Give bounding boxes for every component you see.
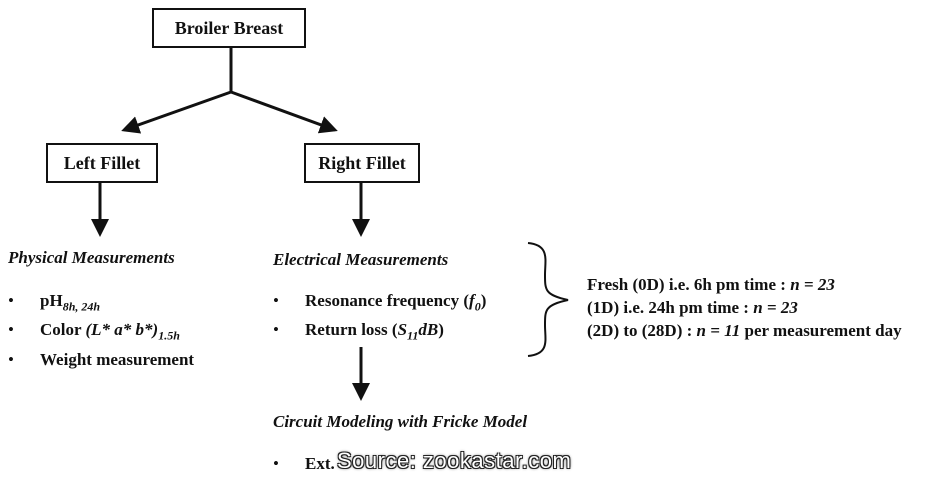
curly-brace [527, 242, 569, 357]
right-fillet-label: Right Fillet [318, 152, 406, 173]
timepoint-1d: (1D) i.e. 24h pm time : n = 23 [587, 298, 798, 317]
timepoint-2d-28d: (2D) to (28D) : n = 11 per measurement d… [587, 321, 902, 340]
electrical-measurements-list: •Resonance frequency (f0) •Return loss (… [273, 289, 486, 348]
source-watermark: Source: zookastar.com [337, 448, 572, 473]
arrow-to-right-fillet [230, 90, 338, 134]
left-fillet-box: Left Fillet [46, 143, 158, 183]
circuit-modeling-list: •Ext. [273, 452, 335, 475]
circuit-modeling-title: Circuit Modeling with Fricke Model [273, 412, 528, 431]
electrical-measurements-title: Electrical Measurements [273, 250, 449, 269]
broiler-breast-label: Broiler Breast [174, 17, 284, 38]
physical-measurements-list: •pH8h, 24h •Color (L* a* b*)1.5h •Weight… [8, 289, 194, 371]
broiler-breast-box: Broiler Breast [152, 8, 306, 48]
list-item-color: •Color (L* a* b*)1.5h [8, 320, 180, 343]
list-item-ph: •pH8h, 24h [8, 291, 101, 314]
timepoint-fresh: Fresh (0D) i.e. 6h pm time : n = 23 [587, 275, 835, 294]
left-fillet-label: Left Fillet [63, 152, 141, 173]
physical-measurements-title: Physical Measurements [8, 248, 175, 267]
arrow-to-left-fillet [121, 90, 232, 134]
timepoints-block: Fresh (0D) i.e. 6h pm time : n = 23 (1D)… [587, 273, 902, 342]
right-fillet-box: Right Fillet [304, 143, 420, 183]
list-item-weight: •Weight measurement [8, 349, 195, 369]
list-item-return-loss: •Return loss (S11dB) [273, 320, 444, 343]
list-item-ext: •Ext. [273, 454, 335, 473]
list-item-resonance: •Resonance frequency (f0) [273, 291, 487, 314]
